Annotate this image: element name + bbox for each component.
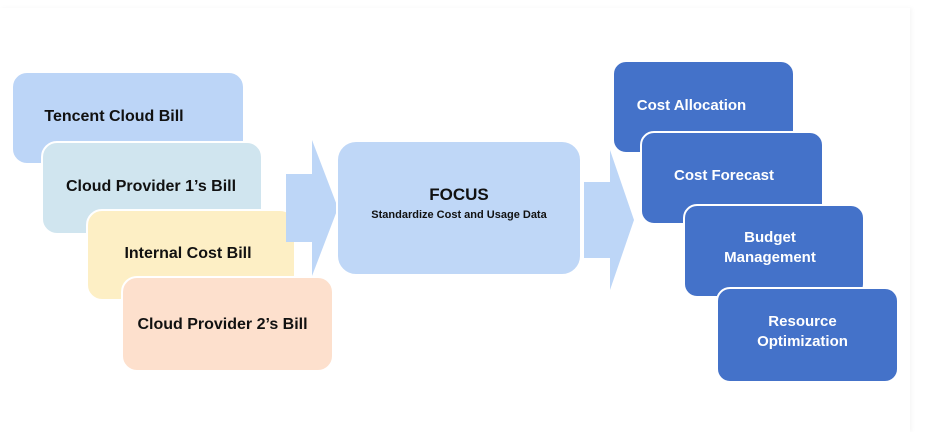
- outcome-box-resource-optimization: Resource Optimization: [716, 287, 899, 383]
- right-arrow-icon: [286, 140, 338, 276]
- source-label: Internal Cost Bill: [124, 245, 252, 262]
- source-box-cloud-provider-2-bill: Cloud Provider 2’s Bill: [121, 276, 334, 372]
- outcome-label: Resource Optimization: [757, 313, 848, 350]
- outcome-box-budget-management: Budget Management: [683, 204, 865, 298]
- focus-subtitle: Standardize Cost and Usage Data: [371, 209, 547, 221]
- outcome-label: Budget Management: [724, 229, 816, 266]
- outcome-label: Cost Allocation: [636, 97, 747, 114]
- focus-box: FOCUS Standardize Cost and Usage Data: [336, 140, 582, 276]
- source-label: Tencent Cloud Bill: [44, 108, 184, 125]
- outcome-label: Cost Forecast: [673, 167, 775, 184]
- right-arrow-icon: [584, 150, 634, 290]
- focus-title: FOCUS: [429, 185, 489, 204]
- source-label: Cloud Provider 1’s Bill: [65, 178, 237, 195]
- source-label: Cloud Provider 2’s Bill: [137, 316, 308, 333]
